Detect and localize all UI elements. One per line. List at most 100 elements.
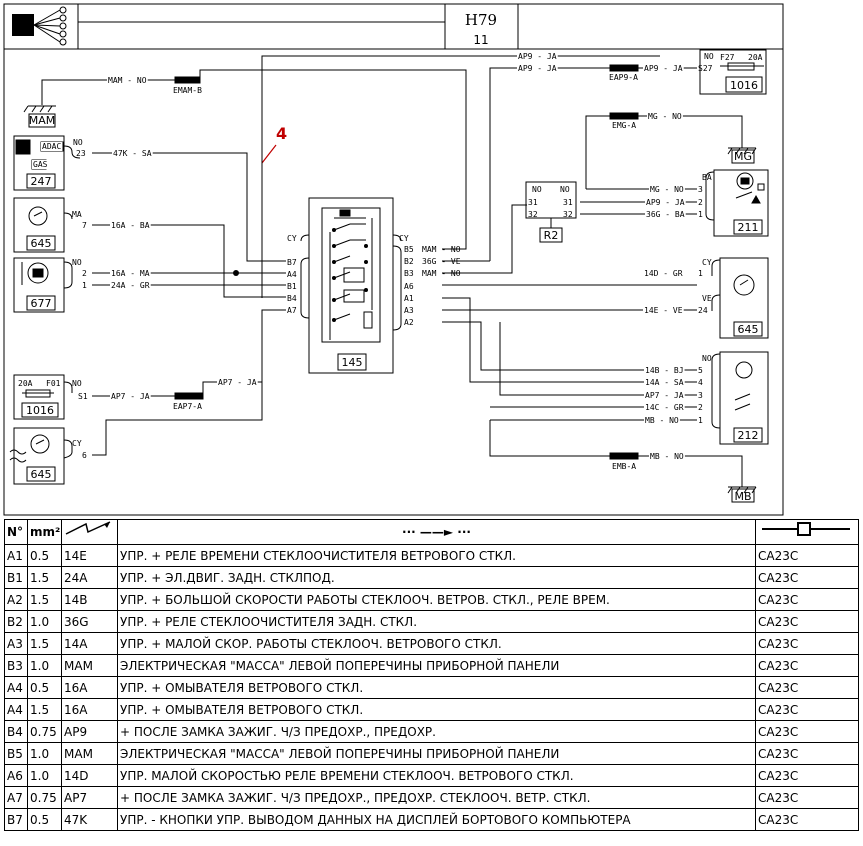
label-fuse-f27: F27	[720, 53, 735, 62]
cell-wire: 14A	[61, 632, 118, 655]
pin-a2: A2	[404, 318, 414, 327]
cell-description: УПР. - КНОПКИ УПР. ВЫВОДОМ ДАННЫХ НА ДИС…	[117, 808, 756, 831]
cell-description: ЭЛЕКТРИЧЕСКАЯ "МАССА" ЛЕВОЙ ПОПЕРЕЧИНЫ П…	[117, 742, 756, 765]
cell-description: УПР. + РЕЛЕ ВРЕМЕНИ СТЕКЛООЧИСТИТЕЛЯ ВЕТ…	[117, 544, 756, 567]
wire-b2-36g: 36G - VE	[422, 257, 461, 266]
label-fuse-f01: F01	[46, 379, 61, 388]
wire-ap9-3: AP9 - JA	[644, 64, 683, 73]
cell-wire: MAM	[61, 742, 118, 765]
cell-connector: CA23C	[755, 610, 859, 633]
wire-14e-ve: 14E - VE	[644, 306, 683, 315]
cell-pin: A1	[4, 544, 28, 567]
cell-mm2: 1.5	[27, 566, 62, 589]
table-header-row: N° mm² ··· ——► ···	[4, 519, 859, 545]
wire-mg-2: MG - NO	[650, 185, 684, 194]
cell-mm2: 1.5	[27, 698, 62, 721]
cell-description: УПР. + БОЛЬШОЙ СКОРОСТИ РАБОТЫ СТЕКЛООЧ.…	[117, 588, 756, 611]
motor-icon	[736, 172, 754, 190]
pin-b3: B3	[404, 269, 414, 278]
label-fuse-f27-rating: 20A	[748, 53, 763, 62]
cell-description: УПР. + ОМЫВАТЕЛЯ ВЕТРОВОГО СТКЛ.	[117, 676, 756, 699]
cell-description: + ПОСЛЕ ЗАМКА ЗАЖИГ. Ч/З ПРЕДОХР., ПРЕДО…	[117, 720, 756, 743]
conn-emb-a: EMB-A	[612, 462, 636, 471]
r2-31-left: 31	[528, 198, 538, 207]
cell-wire: 14E	[61, 544, 118, 567]
pin-b1: B1	[287, 282, 297, 291]
pin-no-f27: NO	[704, 52, 714, 61]
label-adac: ADAC	[42, 142, 61, 151]
pin-a6: A6	[404, 282, 414, 291]
ground-mam-icon	[23, 105, 56, 128]
r2-no-left: NO	[532, 185, 542, 194]
cell-connector: CA23C	[755, 720, 859, 743]
pin-23: 23	[76, 149, 86, 158]
cell-mm2: 1.5	[27, 632, 62, 655]
component-645-a	[13, 197, 65, 253]
wire-47k: 47K - SA	[113, 149, 152, 158]
col-mm2: mm²	[27, 519, 62, 545]
cell-wire: 16A	[61, 698, 118, 721]
conn-eap9-a: EAP9-A	[609, 73, 638, 82]
cell-pin: A4	[4, 676, 28, 699]
svg-text:145: 145	[342, 356, 363, 369]
pin-b2: B2	[404, 257, 414, 266]
wire-mg-1: MG - NO	[648, 112, 682, 121]
cell-description: + ПОСЛЕ ЗАМКА ЗАЖИГ. Ч/З ПРЕДОХР., ПРЕДО…	[117, 786, 756, 809]
label-1016-a: 1016	[26, 404, 54, 417]
pin-6: 6	[82, 451, 87, 460]
cell-connector: CA23C	[755, 544, 859, 567]
label-fuse-f01-rating: 20A	[18, 379, 33, 388]
cell-pin: A3	[4, 632, 28, 655]
component-211	[713, 169, 769, 237]
label-645-c: 645	[738, 323, 759, 336]
wire-14b-bj: 14B - BJ	[645, 366, 684, 375]
pin-a3: A3	[404, 306, 414, 315]
conn-emam-b: EMAM-B	[173, 86, 202, 95]
cell-description: УПР. + МАЛОЙ СКОР. РАБОТЫ СТЕКЛООЧ. ВЕТР…	[117, 632, 756, 655]
pin-cy-645c: CY	[702, 258, 712, 267]
cell-connector: CA23C	[755, 654, 859, 677]
cell-pin: A4	[4, 698, 28, 721]
cell-mm2: 0.75	[27, 720, 62, 743]
pin-a7: A7	[287, 306, 297, 315]
ground-mg-label: MG	[734, 150, 752, 163]
ground-mb-icon	[727, 486, 757, 503]
cell-mm2: 0.5	[27, 544, 62, 567]
diagram-code: H79	[465, 11, 497, 29]
cell-pin: B7	[4, 808, 28, 831]
harness-logo-icon	[12, 6, 67, 46]
cell-wire: 16A	[61, 676, 118, 699]
cell-connector: CA23C	[755, 676, 859, 699]
wire-ap9-1: AP9 - JA	[518, 52, 557, 61]
cell-description: УПР. МАЛОЙ СКОРОСТЬЮ РЕЛЕ ВРЕМЕНИ СТЕКЛО…	[117, 764, 756, 787]
pin-b7: B7	[287, 258, 297, 267]
switch-icon	[30, 434, 50, 454]
cell-connector: CA23C	[755, 808, 859, 831]
component-645-c	[719, 257, 769, 339]
diagram-frame	[3, 3, 784, 516]
cell-description: УПР. + ОМЫВАТЕЛЯ ВЕТРОВОГО СТКЛ.	[117, 698, 756, 721]
pin-s27: S27	[698, 64, 713, 73]
wire-ap9-4: AP9 - JA	[646, 198, 685, 207]
pin-ba-211: BA	[702, 173, 712, 182]
r2-32-right: 32	[563, 210, 573, 219]
diagram-page: 11	[473, 33, 488, 47]
pin-212-1: 1	[698, 416, 703, 425]
cell-wire: AP9	[61, 720, 118, 743]
r2-31-right: 31	[563, 198, 573, 207]
cell-mm2: 0.5	[27, 676, 62, 699]
cell-connector: CA23C	[755, 588, 859, 611]
ground-mg-icon	[727, 147, 757, 164]
cell-mm2: 1.5	[27, 588, 62, 611]
component-677	[13, 257, 65, 313]
